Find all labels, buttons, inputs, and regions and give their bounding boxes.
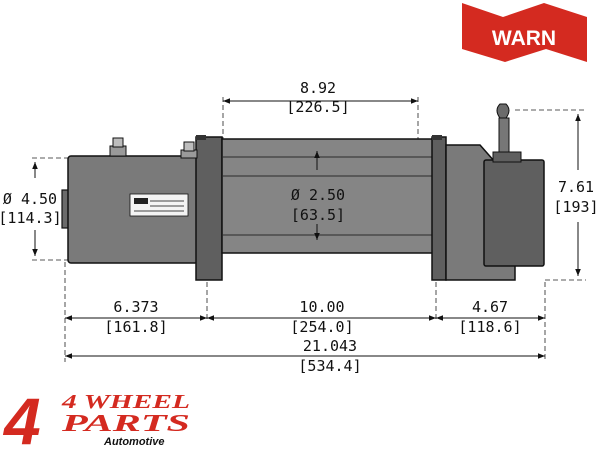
cable-drum [221, 138, 435, 254]
retailer-logo-line2: PARTS [60, 411, 190, 437]
motor-length-in: 6.373 [113, 298, 158, 316]
gearbox-mount-flange [431, 136, 447, 281]
motor-length-mm: [161.8] [104, 318, 167, 336]
dimension-labels: 8.92 [226.5] Ø 2.50 [63.5] Ø 4.50 [114.3… [0, 79, 599, 375]
height-in: 7.61 [558, 178, 594, 196]
overall-length-mm: [534.4] [298, 357, 361, 375]
gearbox-cap [483, 159, 545, 267]
retailer-logo-four: 4 [2, 384, 41, 450]
mount-spacing-in: 10.00 [299, 298, 344, 316]
retailer-logo-line3: Automotive [103, 436, 165, 448]
motor-diameter-in: Ø 4.50 [3, 190, 57, 208]
mount-bolt [196, 135, 206, 140]
motor-terminal [180, 141, 198, 159]
retailer-logo-line1: 4 WHEEL [61, 391, 190, 413]
drum-length-in: 8.92 [300, 79, 336, 97]
4-wheel-parts-logo: 4 4 WHEEL PARTS Automotive [2, 384, 190, 450]
gearbox-length-in: 4.67 [472, 298, 508, 316]
winch-body [61, 103, 545, 281]
drum-diameter-in: Ø 2.50 [291, 186, 345, 204]
model-label-plate [129, 193, 189, 217]
warn-logo: WARN [462, 3, 587, 62]
warn-logo-badge [462, 3, 587, 62]
warn-logo-text: WARN [492, 27, 556, 50]
extension-lines [32, 97, 586, 362]
mount-bolt [432, 135, 442, 140]
motor-terminal [109, 137, 127, 157]
clutch-lever [492, 103, 522, 163]
height-mm: [193] [553, 198, 598, 216]
motor-mount-flange [195, 136, 223, 281]
plate-logo [134, 198, 148, 204]
drum-diameter-mm: [63.5] [291, 206, 345, 224]
mount-spacing-mm: [254.0] [290, 318, 353, 336]
drum-length-mm: [226.5] [286, 98, 349, 116]
motor-diameter-mm: [114.3] [0, 209, 62, 227]
gearbox-length-mm: [118.6] [458, 318, 521, 336]
overall-length-in: 21.043 [303, 337, 357, 355]
dimension-lines [32, 98, 581, 359]
